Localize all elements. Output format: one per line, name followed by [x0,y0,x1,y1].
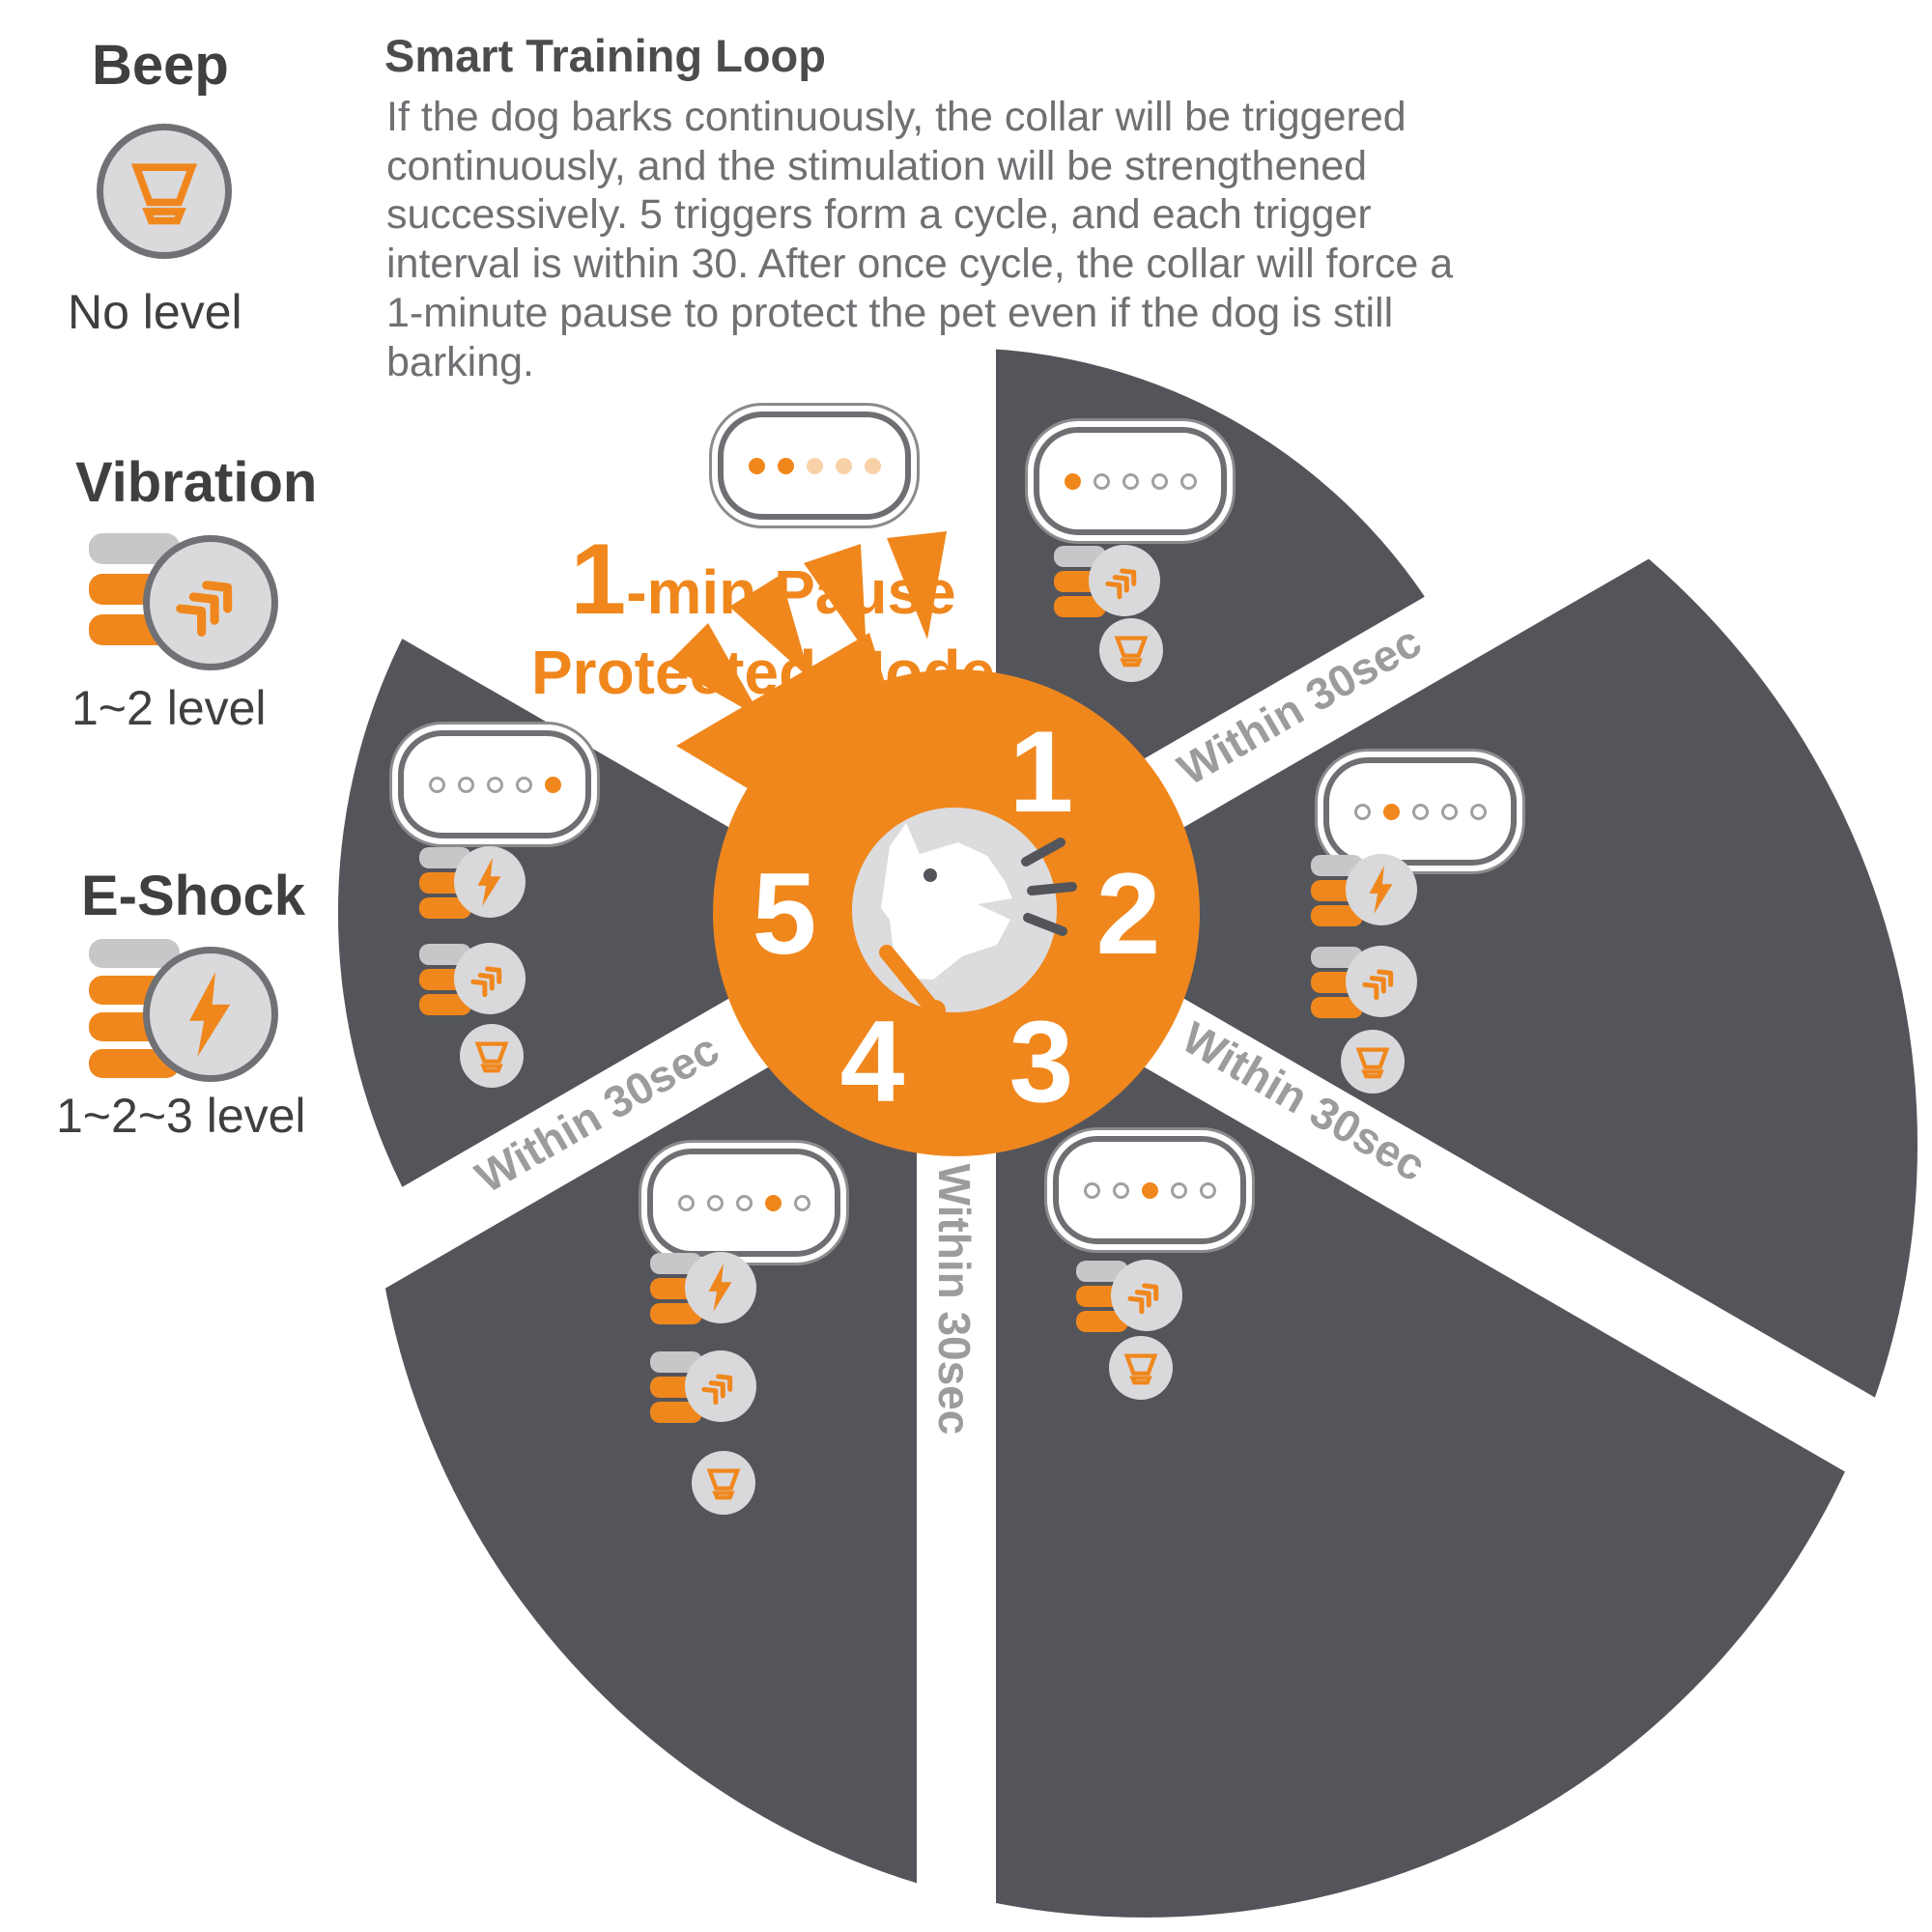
level-dots [1083,1181,1216,1199]
level-dots [1064,472,1197,490]
vibration-icon [1054,543,1162,620]
shock-icon [1311,852,1419,929]
beep-icon [1099,618,1163,682]
pause-label-rest: -min Pause [626,557,956,627]
pause-mode-label: 1-min Pause Protected Mode [517,529,1009,703]
collar-device-pause [718,412,911,520]
vibration-icon [419,941,527,1018]
shock-icon [89,939,282,1094]
vibration-icon [89,533,282,678]
collar-device-trigger-1 [1034,427,1227,535]
level-dots [428,776,561,793]
beep-icon [692,1451,755,1515]
trigger-number-5: 5 [753,849,817,979]
pause-fan-rays [667,531,947,719]
vibration-icon [1076,1258,1184,1335]
shock-icon [650,1250,758,1327]
level-dots [748,457,881,474]
collar-device-trigger-3 [1053,1136,1246,1244]
barking-dog-icon [852,808,1077,1021]
trigger-number-1: 1 [1009,707,1074,837]
legend-shock-level: 1~2~3 level [56,1089,306,1143]
legend-vibration-level: 1~2 level [71,681,267,735]
vibration-icon [1311,944,1419,1021]
page-title: Smart Training Loop [384,30,826,81]
description-text: If the dog barks continuously, the colla… [386,94,1454,385]
collar-device-trigger-4 [647,1149,840,1257]
legend-beep-title: Beep [92,34,229,97]
beep-icon [460,1024,524,1088]
beep-icon [97,124,232,259]
beep-icon [1341,1030,1405,1094]
trigger-number-4: 4 [840,997,905,1126]
trigger-number-2: 2 [1096,849,1161,979]
vibration-icon [650,1349,758,1426]
beep-icon [1109,1336,1173,1400]
legend-vibration-title: Vibration [75,451,318,514]
pause-label-mode: Protected Mode [530,638,996,707]
pause-label-big: 1 [570,524,627,636]
level-dots [1353,803,1487,820]
legend-beep-level: No level [68,285,242,339]
legend-shock-title: E-Shock [81,865,306,927]
level-dots [677,1194,810,1211]
shock-icon [419,844,527,922]
trigger-number-3: 3 [1009,997,1074,1126]
collar-device-trigger-5 [398,730,591,838]
collar-device-trigger-2 [1323,757,1517,866]
interval-label-3-4: Within 30sec [929,1164,980,1435]
bark-lines-icon [1021,838,1077,936]
